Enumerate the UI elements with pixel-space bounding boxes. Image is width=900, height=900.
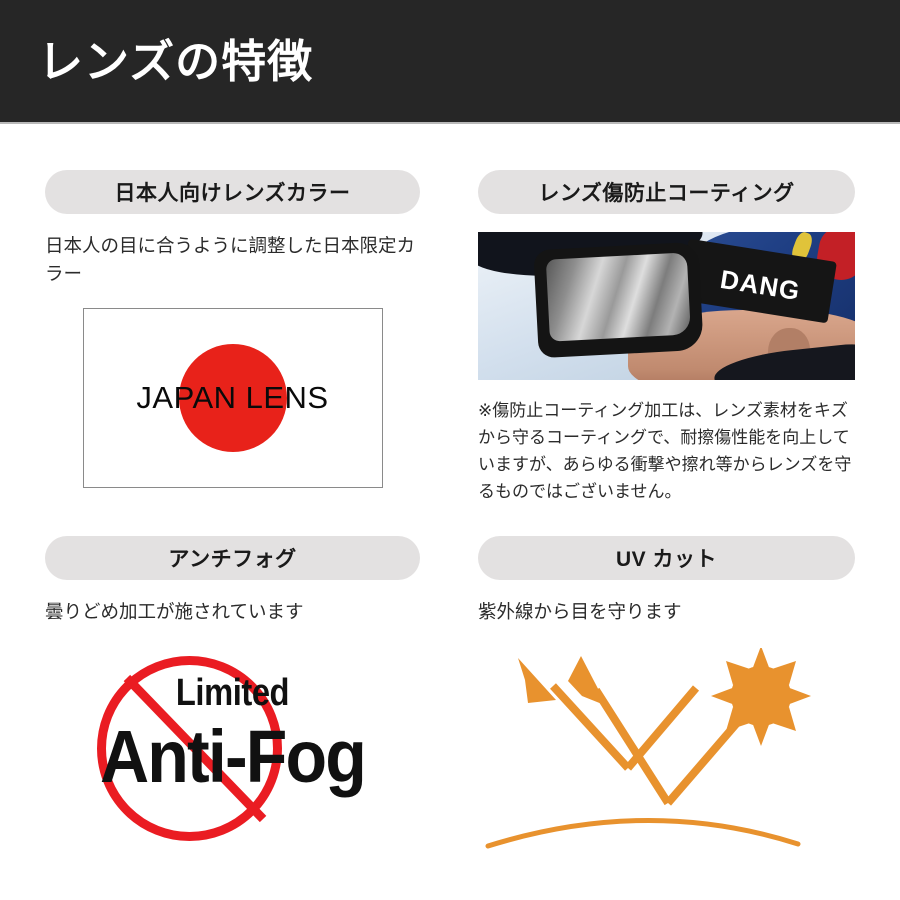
reflected-arrowhead-2 <box>568 656 607 707</box>
page-header: レンズの特徴 <box>0 0 900 124</box>
feature-note-scratch-resistant-coating: ※傷防止コーティング加工は、レンズ素材をキズから守るコーティングで、耐擦傷性能を… <box>478 401 852 501</box>
no-symbol-circle-icon <box>97 656 282 842</box>
anti-fog-logo-main-text: Anti-Fog <box>99 715 367 799</box>
page-title: レンズの特徴 <box>38 35 314 87</box>
goggle-photo: DANG <box>478 232 855 380</box>
photo-goggle-lens <box>545 252 691 342</box>
features-grid: 日本人向けレンズカラー 日本人の目に合うように調整した日本限定カラー JAPAN… <box>0 124 900 900</box>
flag-label: JAPAN LENS <box>136 380 329 416</box>
uv-reflection-svg <box>485 646 811 849</box>
reflected-ray-2 <box>592 687 672 806</box>
photo-goggle-frame <box>533 241 704 359</box>
feature-title-badge-scratch-resistant-coating: レンズ傷防止コーティング <box>478 170 855 214</box>
japan-flag-lens-graphic: JAPAN LENS <box>45 308 420 489</box>
sun-ray-se <box>772 707 796 732</box>
japan-flag: JAPAN LENS <box>82 308 383 489</box>
sun-ray-s <box>752 722 770 747</box>
incoming-ray-2 <box>664 713 747 806</box>
uv-ray-paths <box>550 683 747 806</box>
feature-title-badge-japan-lens-color: 日本人向けレンズカラー <box>45 170 420 214</box>
feature-card-japan-lens-color: 日本人向けレンズカラー 日本人の目に合うように調整した日本限定カラー JAPAN… <box>45 170 420 489</box>
flag-red-disc-icon <box>178 344 287 453</box>
sun-core <box>731 666 791 727</box>
feature-description-anti-fog: 曇りどめ加工が施されています <box>45 601 304 622</box>
anti-fog-logo-top-text: Limited <box>175 672 290 715</box>
feature-title-badge-uv-cut: UV カット <box>478 536 855 580</box>
sun-ray-nw <box>726 661 750 686</box>
sun-ray-ne <box>772 661 796 686</box>
feature-card-anti-fog: アンチフォグ 曇りどめ加工が施されています Limited Anti-Fog <box>45 536 420 847</box>
uv-reflection-graphic <box>478 646 855 858</box>
sun-icon <box>711 646 811 747</box>
feature-card-scratch-resistant-coating: レンズ傷防止コーティング DANG ※傷防止コーティング加工は、レンズ素材をキズ… <box>478 170 855 505</box>
reflected-arrowhead-1 <box>518 658 556 704</box>
feature-title-badge-anti-fog: アンチフォグ <box>45 536 420 580</box>
reflected-ray-1 <box>550 683 631 771</box>
feature-description-uv-cut: 紫外線から目を守ります <box>478 601 682 622</box>
feature-description-japan-lens-color: 日本人の目に合うように調整した日本限定カラー <box>45 235 416 285</box>
sun-ray-w <box>711 687 735 706</box>
lens-surface-curve <box>485 818 801 849</box>
anti-fog-logo: Limited Anti-Fog <box>45 652 420 847</box>
feature-card-uv-cut: UV カット 紫外線から目を守ります <box>478 536 855 858</box>
sun-ray-n <box>752 646 770 671</box>
sun-ray-e <box>787 687 811 706</box>
